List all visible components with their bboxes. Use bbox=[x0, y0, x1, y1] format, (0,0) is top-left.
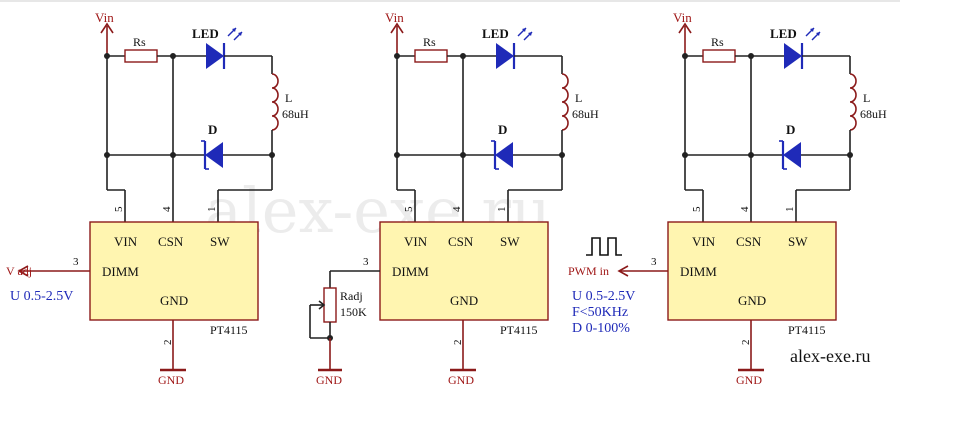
svg-text:DIMM: DIMM bbox=[392, 264, 429, 279]
led-2 bbox=[496, 27, 533, 69]
diode-2 bbox=[491, 140, 513, 170]
svg-text:DIMM: DIMM bbox=[102, 264, 139, 279]
inductor-value-1: 68uH bbox=[282, 107, 309, 121]
rs-resistor-3 bbox=[702, 49, 736, 63]
svg-text:Rs: Rs bbox=[423, 35, 436, 49]
svg-text:VIN: VIN bbox=[404, 234, 428, 249]
svg-text:L: L bbox=[863, 91, 870, 105]
svg-text:3: 3 bbox=[73, 256, 79, 268]
svg-text:GND: GND bbox=[736, 373, 762, 387]
radj-potentiometer bbox=[323, 287, 337, 323]
vin-label-2: Vin bbox=[385, 10, 404, 25]
circuit-1: Vin Rs LED L 68uH bbox=[6, 10, 309, 387]
circuit-3: Vin Rs LED L 68uH D bbox=[568, 10, 887, 387]
diode-3 bbox=[779, 140, 801, 170]
svg-text:4: 4 bbox=[161, 206, 173, 212]
rs-resistor-1 bbox=[124, 49, 158, 63]
circuit-2: Vin Rs LED L 68uH D bbox=[309, 10, 599, 387]
svg-text:2: 2 bbox=[452, 340, 464, 346]
svg-text:F<50KHz: F<50KHz bbox=[572, 305, 628, 320]
radj-value: 150K bbox=[340, 305, 367, 319]
inductor-1 bbox=[271, 73, 279, 131]
svg-text:1: 1 bbox=[496, 207, 508, 213]
svg-text:VIN: VIN bbox=[114, 234, 138, 249]
svg-text:L: L bbox=[575, 91, 582, 105]
svg-text:4: 4 bbox=[739, 206, 751, 212]
svg-text:68uH: 68uH bbox=[572, 107, 599, 121]
vadj-label: V adj bbox=[6, 264, 32, 278]
svg-text:5: 5 bbox=[403, 206, 415, 212]
vin-arrow-1 bbox=[100, 22, 114, 34]
svg-text:LED: LED bbox=[770, 26, 797, 41]
svg-text:2: 2 bbox=[740, 340, 752, 346]
pwm-waveform-icon bbox=[586, 237, 622, 256]
part-label-1: PT4115 bbox=[210, 323, 248, 337]
svg-text:68uH: 68uH bbox=[860, 107, 887, 121]
svg-text:3: 3 bbox=[651, 256, 657, 268]
radj-label: Radj bbox=[340, 289, 363, 303]
svg-text:DIMM: DIMM bbox=[680, 264, 717, 279]
gnd-label-1: GND bbox=[158, 373, 184, 387]
svg-text:3: 3 bbox=[363, 256, 369, 268]
svg-text:Rs: Rs bbox=[711, 35, 724, 49]
svg-text:5: 5 bbox=[113, 206, 125, 212]
svg-text:PT4115: PT4115 bbox=[788, 323, 826, 337]
svg-text:CSN: CSN bbox=[448, 234, 474, 249]
svg-text:GND: GND bbox=[450, 293, 478, 308]
svg-text:CSN: CSN bbox=[158, 234, 184, 249]
diode-1 bbox=[201, 140, 223, 170]
inductor-3 bbox=[849, 73, 857, 131]
site-label: alex-exe.ru bbox=[790, 346, 870, 366]
svg-text:GND: GND bbox=[738, 293, 766, 308]
inductor-label-1: L bbox=[285, 91, 292, 105]
svg-text:SW: SW bbox=[788, 234, 808, 249]
svg-text:SW: SW bbox=[500, 234, 520, 249]
rs-resistor-2 bbox=[414, 49, 448, 63]
led-1 bbox=[206, 27, 243, 69]
svg-text:SW: SW bbox=[210, 234, 230, 249]
svg-text:4: 4 bbox=[451, 206, 463, 212]
pt4115-chip-1 bbox=[89, 221, 259, 321]
svg-text:D: D bbox=[498, 122, 507, 137]
diode-label-1: D bbox=[208, 122, 217, 137]
pwm-label: PWM in bbox=[568, 264, 609, 278]
led-label-1: LED bbox=[192, 26, 219, 41]
svg-text:GND: GND bbox=[316, 373, 342, 387]
svg-text:PT4115: PT4115 bbox=[500, 323, 538, 337]
pt4115-chip-3 bbox=[667, 221, 837, 321]
svg-text:D 0-100%: D 0-100% bbox=[572, 321, 630, 336]
svg-text:CSN: CSN bbox=[736, 234, 762, 249]
svg-text:1: 1 bbox=[206, 207, 218, 213]
inductor-2 bbox=[561, 73, 569, 131]
svg-text:2: 2 bbox=[162, 340, 174, 346]
svg-text:5: 5 bbox=[691, 206, 703, 212]
svg-text:1: 1 bbox=[784, 207, 796, 213]
svg-text:D: D bbox=[786, 122, 795, 137]
svg-text:U 0.5-2.5V: U 0.5-2.5V bbox=[572, 289, 635, 304]
svg-text:LED: LED bbox=[482, 26, 509, 41]
vin-label-3: Vin bbox=[673, 10, 692, 25]
pt4115-chip-2 bbox=[379, 221, 549, 321]
svg-text:GND: GND bbox=[448, 373, 474, 387]
svg-text:GND: GND bbox=[160, 293, 188, 308]
vadj-note: U 0.5-2.5V bbox=[10, 289, 73, 304]
vin-label-1: Vin bbox=[95, 10, 114, 25]
svg-text:VIN: VIN bbox=[692, 234, 716, 249]
rs-label-1: Rs bbox=[133, 35, 146, 49]
